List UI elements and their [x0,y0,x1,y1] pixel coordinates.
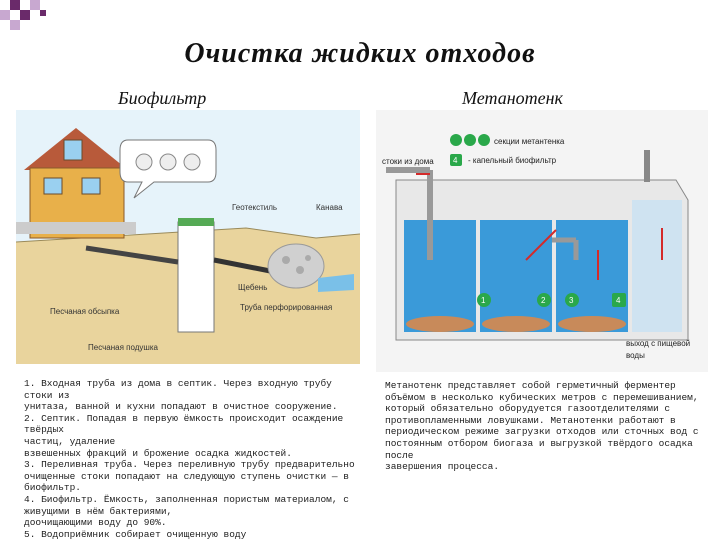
label-gravel: Щебень [238,283,267,292]
page-title: Очистка жидких отходов [184,38,536,69]
label-inlet: стоки из дома [382,157,434,166]
desc-line: взвешенных фракций и брожение осадка жид… [24,447,292,459]
biofilter-description: 1. Входная труба из дома в септик. Через… [24,378,364,540]
label-outlet-2: воды [626,351,645,360]
desc-line: 4. Биофильтр. Ёмкость, заполненная порис… [24,493,349,505]
label-sand-fill: Песчаная обсыпка [50,307,120,316]
desc-line: 3. Переливная труба. Через переливную тр… [24,459,355,471]
desc-line: живущими в нём бактериями, [24,505,173,517]
desc-line: объёмом в несколько кубических метров с … [385,391,699,403]
label-outlet-1: выход с пищевой [626,339,690,348]
label-sand-cushion: Песчаная подушка [88,343,159,352]
legend-sections: секции метантенка [494,137,565,146]
section-4-number: 4 [616,296,621,305]
legend-num-4: 4 [453,156,458,165]
desc-line: 1. Входная труба из дома в септик. Через… [24,378,332,401]
corner-decoration [0,0,46,30]
desc-line: унитаза, ванной и кухни попадают в очист… [24,401,338,413]
desc-line: 5. Водоприёмник собирает очищенную воду [24,528,247,540]
biofilter-diagram: Геотекстиль Канава Щебень Песчаная обсып… [16,110,360,364]
desc-line: Метанотенк представляет собой герметичны… [385,380,676,391]
section-2-number: 2 [541,296,546,305]
desc-line: периодическом режиме загрузки отходов ил… [385,426,699,438]
desc-line: биофильтр. [24,482,82,494]
house-icon [16,128,136,239]
legend-biofilter: - капельный биофильтр [468,156,557,165]
desc-line: очищенные стоки попадают на следующую ст… [24,470,349,482]
desc-line: который обязательно оборудуется газоотде… [385,403,671,415]
desc-line: противопламенными ловушками. Метанотенки… [385,414,676,426]
methane-tank-description: Метанотенк представляет собой герметичны… [385,380,715,473]
desc-line: завершения процесса. [385,461,500,473]
section-1-number: 1 [481,296,486,305]
label-geotextile: Геотекстиль [232,203,277,212]
plumbing-bubble-icon [119,139,217,199]
section-3-number: 3 [569,296,574,305]
desc-line: частиц, удаление [24,435,116,447]
biofilter-heading: Биофильтр [118,88,207,108]
label-perforated-pipe: Труба перфорированная [240,303,332,312]
desc-line: 2. Септик. Попадая в первую ёмкость прои… [24,412,344,436]
methane-tank-heading: Метанотенк [462,88,563,108]
tank-legend: секции метантенка 4 - капельный биофильт… [450,134,565,166]
methane-tank-diagram: секции метантенка 4 - капельный биофильт… [376,110,708,372]
desc-line: постоянным отбором биогаза и выгрузкой т… [385,437,693,461]
desc-line: доочищающими воду до 90%. [24,517,167,529]
label-ditch: Канава [316,203,343,212]
